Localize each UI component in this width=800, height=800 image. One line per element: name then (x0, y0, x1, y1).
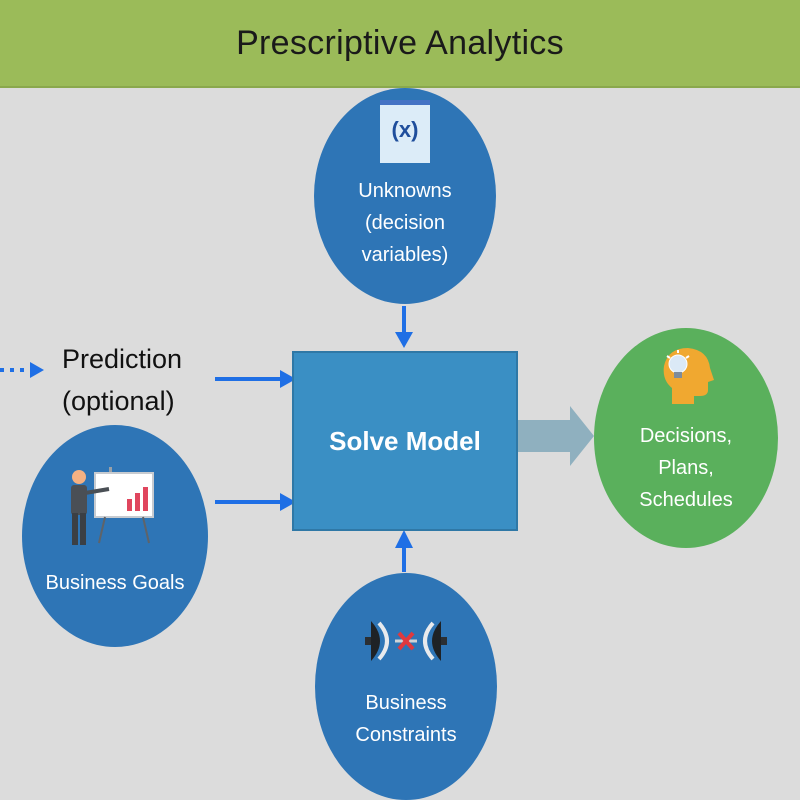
arrow-prediction-to-solve (215, 370, 296, 388)
variable-icon: (x) (380, 100, 430, 163)
prediction-line-2: (optional) (62, 386, 175, 416)
constraint-icon (365, 621, 447, 661)
business-constraints-circle: Business Constraints (315, 573, 497, 800)
business-constraints-label: Business Constraints (355, 687, 456, 751)
business-goals-circle: Business Goals (22, 425, 208, 647)
constraints-label-line-1: Business (365, 692, 447, 714)
dotted-arrow (0, 362, 44, 378)
arrow-goals-to-solve (215, 493, 296, 511)
solve-model-label: Solve Model (329, 425, 481, 456)
unknowns-circle: (x) Unknowns (decision variables) (314, 88, 496, 304)
decisions-label-line-3: Schedules (639, 489, 733, 511)
arrow-solve-to-output (516, 406, 594, 466)
arrow-unknowns-to-solve (395, 306, 413, 348)
unknowns-label-line-2: (decision (364, 212, 446, 234)
business-goals-label: Business Goals (45, 572, 185, 594)
head-lightbulb-icon (663, 348, 714, 404)
diagram-title: Prescriptive Analytics (236, 23, 564, 62)
title-bar: Prescriptive Analytics (0, 0, 800, 88)
presentation-icon (71, 467, 154, 545)
solve-model-box: Solve Model (292, 351, 518, 531)
unknowns-label: Unknowns (decision variables) (358, 175, 451, 271)
arrow-constraints-to-solve (395, 530, 413, 572)
decisions-label-line-1: Decisions, (639, 425, 733, 447)
prediction-line-1: Prediction (62, 344, 183, 374)
prediction-label: Prediction (optional) (62, 338, 182, 422)
constraints-label-line-2: Constraints (355, 724, 457, 746)
decisions-circle: Decisions, Plans, Schedules (594, 328, 778, 548)
variable-glyph: (x) (391, 117, 419, 142)
decisions-label: Decisions, Plans, Schedules (639, 420, 732, 516)
unknowns-label-line-1: Unknowns (358, 180, 452, 202)
decisions-label-line-2: Plans, (658, 457, 714, 479)
unknowns-label-line-3: variables) (361, 244, 449, 266)
